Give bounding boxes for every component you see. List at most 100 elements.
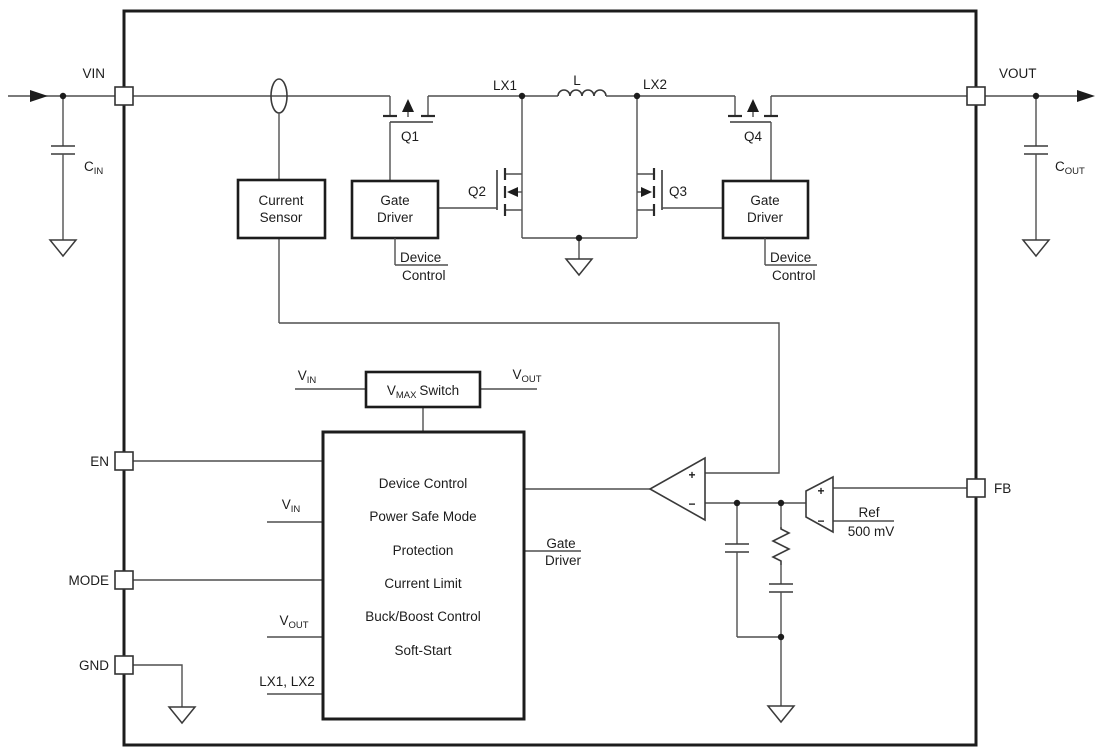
plus-sign: + [688, 468, 695, 482]
ground-icon [564, 258, 594, 277]
q1-label: Q1 [401, 129, 419, 144]
ground-icon [48, 239, 78, 258]
controller-function: Buck/Boost Control [365, 609, 481, 624]
top-rail: L LX1 LX2 [8, 73, 1095, 114]
device-control-annotation: Control [772, 268, 816, 283]
q3-label: Q3 [669, 184, 687, 199]
junction-dot [575, 234, 583, 242]
mode-pin [114, 570, 134, 590]
error-amp-symbol [648, 456, 706, 522]
junction-dot [777, 499, 785, 507]
en-pin [114, 451, 134, 471]
en-pin-label: EN [90, 454, 109, 469]
junction-dot [777, 633, 785, 641]
ref-value: 500 mV [848, 524, 895, 539]
gate-driver-right: Gate Driver Device Control [721, 179, 817, 283]
vout-pin [966, 86, 986, 106]
fb-pin [966, 478, 986, 498]
vin-pin-label: VIN [82, 66, 105, 81]
ref-label: Ref [858, 505, 879, 520]
controller: VIN VOUT LX1, LX2 Gate Driver Device Con… [124, 430, 650, 721]
ctrl-lx-label: LX1, LX2 [259, 674, 315, 689]
feedback-route [279, 322, 780, 474]
controller-function: Device Control [379, 476, 468, 491]
input-arrow-icon [30, 90, 48, 102]
bridge-ground [522, 237, 637, 277]
gate-driver-left-label: Gate [380, 193, 409, 208]
device-control-annotation: Device [400, 250, 441, 265]
minus-sign: − [688, 497, 695, 511]
ground-icon [167, 706, 197, 725]
mode-pin-label: MODE [69, 573, 110, 588]
vmax-switch-block [364, 370, 482, 409]
q1-mosfet: Q1 [383, 96, 435, 181]
gate-driver-left-label: Driver [377, 210, 414, 225]
q4-label: Q4 [744, 129, 763, 144]
junction-dot [1032, 92, 1040, 100]
current-feedback-wire [279, 322, 780, 474]
device-control-annotation: Device [770, 250, 811, 265]
lx1-label: LX1 [493, 78, 517, 93]
cin-branch: CIN [48, 96, 103, 258]
resistor-symbol [771, 527, 791, 565]
junction-dot [59, 92, 67, 100]
controller-block [321, 430, 526, 721]
gnd-branch [133, 664, 197, 725]
vin-pin [114, 86, 134, 106]
junction-dot [518, 92, 526, 100]
compensation-network [725, 503, 796, 724]
current-sensor-label: Sensor [260, 210, 303, 225]
q1-body-arrow-icon [402, 99, 414, 112]
ic-boundary [122, 9, 978, 747]
ctrl-vout-label: VOUT [279, 613, 308, 631]
gnd-pin-label: GND [79, 658, 109, 673]
q4-body-arrow-icon [747, 99, 759, 112]
current-sensor: Current Sensor [236, 113, 327, 323]
current-sensor-block [236, 178, 327, 240]
cout-label: COUT [1055, 159, 1085, 177]
fb-pin-label: FB [994, 481, 1011, 496]
controller-function: Current Limit [384, 576, 462, 591]
gate-driver-right-label: Driver [747, 210, 784, 225]
junction-dot [633, 92, 641, 100]
controller-function: Soft-Start [394, 643, 451, 658]
inductor-symbol [557, 89, 607, 97]
inductor-label: L [573, 73, 581, 88]
gnd-pin [114, 655, 134, 675]
package-pins: VIN VOUT EN MODE GND FB [69, 66, 1037, 675]
q3-body-arrow-icon [641, 187, 652, 197]
vout-pin-label: VOUT [999, 66, 1037, 81]
controller-function: Power Safe Mode [369, 509, 476, 524]
cin-label: CIN [84, 159, 103, 177]
ground-icon [1021, 239, 1051, 258]
q2-label: Q2 [468, 184, 486, 199]
lx2-label: LX2 [643, 77, 667, 92]
gate-driver-right-block [721, 179, 810, 240]
gate-driver-out-annotation: Gate [546, 536, 575, 551]
vmax-vout-label: VOUT [512, 367, 541, 385]
controller-function: Protection [393, 543, 454, 558]
output-arrow-icon [1077, 90, 1095, 102]
gate-driver-out-annotation: Driver [545, 553, 582, 568]
junction-dots [59, 92, 1040, 641]
q2-mosfet: Q2 [438, 96, 523, 238]
ground-icon [766, 705, 796, 724]
gate-driver-left-block [350, 179, 440, 240]
q4-mosfet: Q4 [728, 96, 778, 181]
gate-driver-left: Gate Driver Device Control [350, 179, 448, 283]
error-amp: + − [648, 456, 806, 522]
gate-driver-right-label: Gate [750, 193, 779, 208]
q2-body-arrow-icon [507, 187, 518, 197]
vmax-vin-label: VIN [298, 368, 317, 386]
current-sensor-label: Current [258, 193, 303, 208]
device-control-annotation: Control [402, 268, 446, 283]
minus-sign: − [817, 514, 824, 528]
cout-branch: COUT [1021, 96, 1085, 258]
ctrl-vin-label: VIN [282, 497, 301, 515]
q3-mosfet: Q3 [636, 96, 723, 238]
gnd-wire [133, 664, 183, 707]
